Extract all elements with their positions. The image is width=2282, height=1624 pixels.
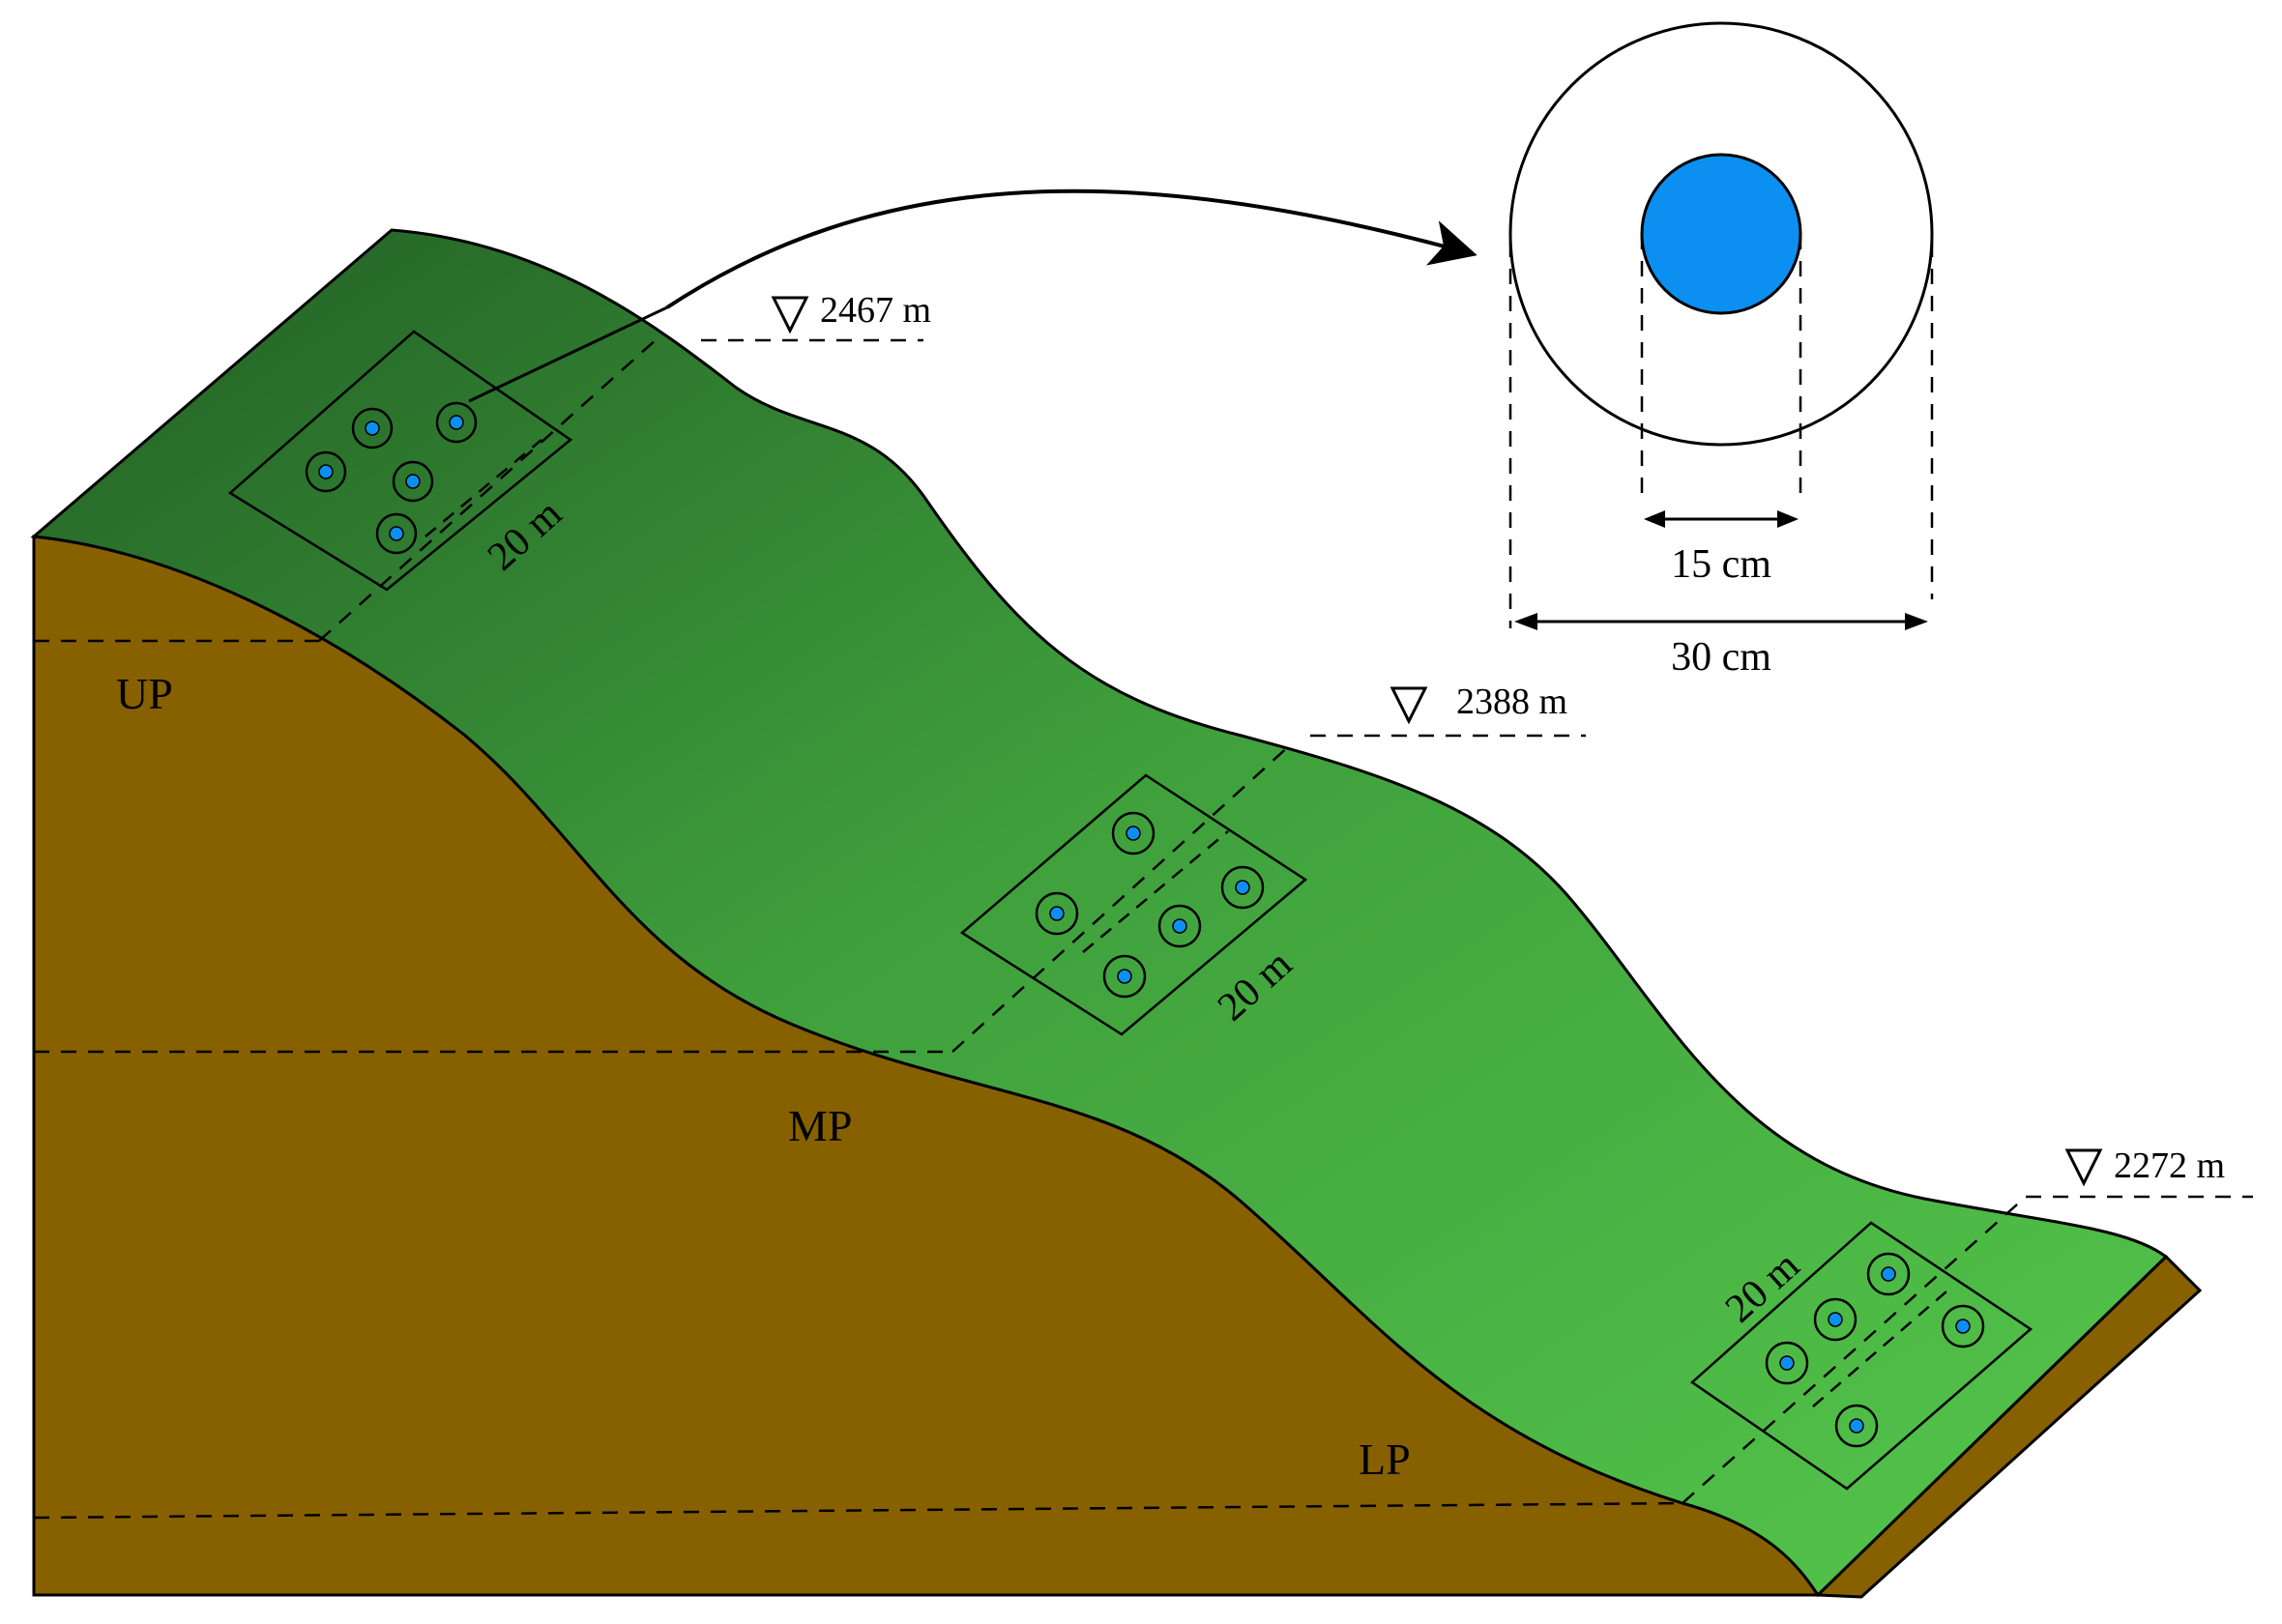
sampling-ring xyxy=(351,407,394,450)
plot-boundary xyxy=(1689,1221,2033,1491)
elevation-label: 2272 m xyxy=(2114,1146,2225,1186)
sampling-rings xyxy=(305,401,478,555)
elevation-label: 2388 m xyxy=(1456,682,1567,722)
sampling-ring xyxy=(1111,811,1156,856)
sampling-rings xyxy=(1765,1252,1985,1448)
outer-diameter-label: 30 cm xyxy=(1671,635,1771,680)
detail-arrow xyxy=(665,188,1477,309)
sampling-rings xyxy=(1035,811,1265,999)
sampling-ring xyxy=(1765,1341,1809,1385)
sampling-ring xyxy=(1157,904,1202,948)
inner-diameter-dimension: 15 cm xyxy=(1644,510,1799,587)
elevation-label: 2467 m xyxy=(820,290,931,331)
inner-diameter-label: 15 cm xyxy=(1671,542,1771,587)
sampling-ring xyxy=(435,401,478,444)
sampling-ring xyxy=(1102,954,1147,999)
sampling-ring xyxy=(305,450,347,493)
sampling-ring xyxy=(1220,865,1265,910)
elevation-guides xyxy=(318,337,2253,1504)
sampling-ring xyxy=(1834,1404,1879,1448)
triangle-marker-icon xyxy=(1390,686,1428,725)
sampling-ring xyxy=(1866,1252,1911,1296)
elevation-marker-lower: 2272 m xyxy=(2064,1146,2225,1187)
sampling-ring xyxy=(375,512,418,555)
plot-boundary xyxy=(227,330,573,592)
triangle-marker-icon xyxy=(771,296,809,334)
zone-label-lp: LP xyxy=(1359,1435,1411,1484)
grass-slope-surface xyxy=(30,228,2169,1598)
zone-label-mp: MP xyxy=(788,1101,852,1150)
elevation-marker-middle: 2388 m xyxy=(1390,682,1567,725)
triangle-marker-icon xyxy=(2064,1148,2103,1187)
inner-water-disc xyxy=(1640,153,1802,315)
sampling-ring xyxy=(392,460,434,503)
elevation-marker-upper: 2467 m xyxy=(771,290,931,334)
zone-label-up: UP xyxy=(116,669,173,718)
outer-diameter-dimension: 30 cm xyxy=(1514,613,1928,680)
plot-boundary xyxy=(959,773,1308,1036)
sampling-ring xyxy=(1941,1304,1985,1348)
ring-detail: 15 cm 30 cm xyxy=(1508,21,1934,680)
sampling-ring xyxy=(1035,891,1079,936)
detail-leader-line xyxy=(468,305,668,403)
zone-boundaries xyxy=(33,639,1683,1520)
sampling-ring xyxy=(1813,1297,1858,1342)
